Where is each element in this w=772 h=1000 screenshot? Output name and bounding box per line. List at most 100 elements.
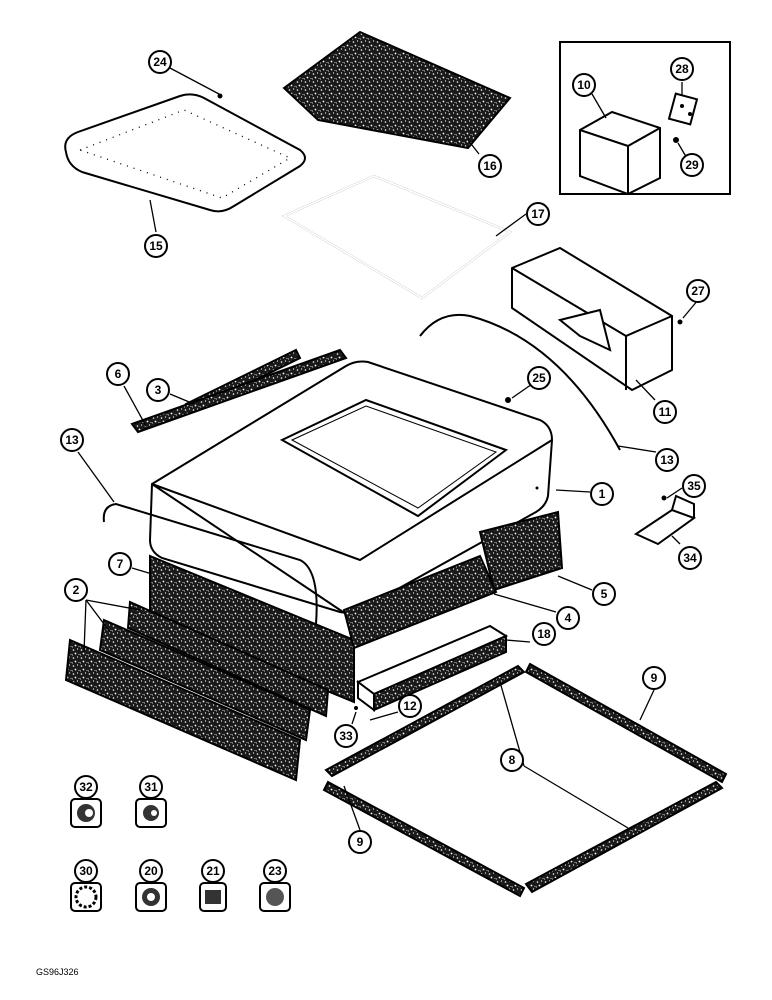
pad-4 (342, 554, 498, 650)
callout-25: 25 (527, 366, 551, 390)
duct-10 (579, 110, 661, 196)
callout-18: 18 (532, 622, 556, 646)
svg-text:8: 8 (509, 753, 516, 767)
screw-33 (354, 706, 358, 710)
svg-text:27: 27 (691, 284, 705, 298)
callout-28: 28 (670, 57, 694, 81)
knob-20 (135, 882, 167, 912)
seal-strip-9-left (322, 780, 526, 898)
callout-4: 4 (556, 606, 580, 630)
callout-20: 20 (139, 859, 163, 883)
svg-text:2: 2 (73, 583, 80, 597)
window-panel-15 (64, 93, 306, 213)
pad-2c (64, 638, 302, 782)
svg-text:9: 9 (651, 671, 658, 685)
svg-text:25: 25 (532, 371, 546, 385)
knob-32 (70, 798, 102, 828)
callout-12: 12 (398, 694, 422, 718)
inset-frame (559, 41, 731, 195)
callout-13-front: 13 (60, 428, 84, 452)
filter-18 (356, 624, 509, 712)
svg-text:32: 32 (79, 780, 93, 794)
roof-shell-1 (148, 360, 554, 615)
callout-6: 6 (106, 362, 130, 386)
callout-7: 7 (108, 552, 132, 576)
bracket-28 (667, 92, 699, 126)
callout-2: 2 (64, 578, 88, 602)
knob-21 (199, 882, 227, 912)
callout-3: 3 (146, 378, 170, 402)
svg-text:35: 35 (687, 479, 701, 493)
callout-10: 10 (572, 73, 596, 97)
svg-text:4: 4 (565, 611, 572, 625)
callout-21: 21 (201, 859, 225, 883)
seal-strip-8-back (324, 664, 526, 778)
screw-25 (505, 397, 511, 403)
bracket-34 (633, 494, 697, 546)
screw-29 (673, 137, 679, 143)
svg-text:31: 31 (144, 780, 158, 794)
callout-24: 24 (148, 50, 172, 74)
seal-strip-9-right (524, 662, 728, 784)
callout-34: 34 (678, 546, 702, 570)
callout-9-right: 9 (642, 666, 666, 690)
callout-9-left: 9 (348, 830, 372, 854)
pad-5 (478, 510, 564, 592)
svg-text:24: 24 (153, 55, 167, 69)
svg-text:34: 34 (683, 551, 697, 565)
svg-text:11: 11 (659, 405, 672, 419)
knob-31 (135, 798, 167, 828)
svg-text:10: 10 (577, 78, 591, 92)
svg-text:15: 15 (149, 239, 163, 253)
callout-17: 17 (526, 202, 550, 226)
callout-1: 1 (590, 482, 614, 506)
trim-13-rear (419, 314, 621, 451)
svg-text:7: 7 (117, 557, 124, 571)
callout-27: 27 (686, 279, 710, 303)
callout-16: 16 (478, 154, 502, 178)
pad-7 (149, 554, 355, 704)
callout-23: 23 (263, 859, 287, 883)
svg-text:16: 16 (483, 159, 497, 173)
callout-32: 32 (74, 775, 98, 799)
trim-13-front (102, 502, 318, 625)
pad-2a (126, 600, 330, 718)
svg-text:30: 30 (79, 864, 93, 878)
screw-24 (217, 93, 223, 99)
svg-text:18: 18 (537, 627, 551, 641)
svg-text:21: 21 (206, 864, 220, 878)
callout-5: 5 (592, 582, 616, 606)
callout-30: 30 (74, 859, 98, 883)
foam-pad-16 (282, 30, 512, 150)
leader-lines (77, 67, 699, 831)
svg-text:13: 13 (65, 433, 79, 447)
svg-text:29: 29 (685, 158, 699, 172)
seal-strip-8-front (524, 780, 724, 894)
knob-30 (70, 882, 102, 912)
svg-text:28: 28 (675, 62, 689, 76)
knob-23 (259, 882, 291, 912)
callout-33: 33 (334, 724, 358, 748)
svg-text:17: 17 (531, 207, 545, 221)
pad-2b (98, 618, 312, 742)
callout-8: 8 (500, 748, 524, 772)
strip-6 (130, 348, 348, 434)
svg-text:33: 33 (339, 729, 353, 743)
svg-text:5: 5 (601, 587, 608, 601)
screw-35 (661, 495, 667, 501)
duct-11 (511, 246, 673, 392)
callout-31: 31 (139, 775, 163, 799)
svg-text:3: 3 (155, 383, 162, 397)
callout-35: 35 (682, 474, 706, 498)
callout-29: 29 (680, 153, 704, 177)
svg-text:12: 12 (403, 699, 417, 713)
figure-code: GS96J326 (36, 967, 79, 977)
callout-13-rear: 13 (655, 448, 679, 472)
svg-text:23: 23 (268, 864, 282, 878)
callout-15: 15 (144, 234, 168, 258)
svg-text:9: 9 (357, 835, 364, 849)
callout-11: 11 (653, 400, 677, 424)
svg-text:13: 13 (660, 453, 674, 467)
svg-text:20: 20 (144, 864, 158, 878)
